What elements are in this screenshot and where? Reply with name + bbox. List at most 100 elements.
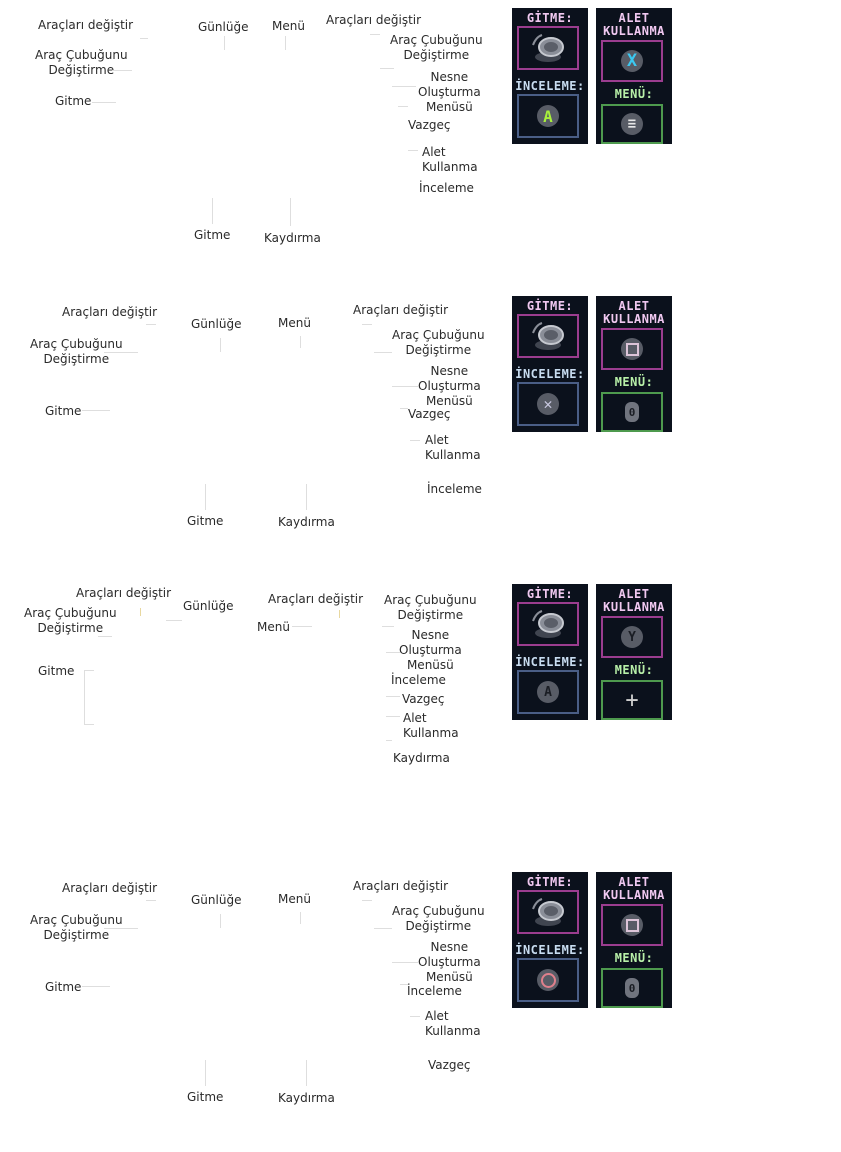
label-inspect: İnceleme: [427, 482, 482, 496]
label-inspect: İnceleme: [419, 181, 474, 195]
legend-inspect-title: İNCELEME:: [515, 79, 585, 93]
label-journal: Günlüğe: [198, 20, 249, 34]
label-switch-tools-right: Araçları değiştir: [353, 303, 449, 317]
legend-inspect-title: İNCELEME:: [515, 367, 585, 381]
label-scroll: Kaydırma: [393, 751, 450, 765]
use-tool-button-box: [601, 328, 663, 370]
label-scroll: Kaydırma: [278, 1091, 335, 1105]
goto-stick-box: [517, 26, 579, 70]
legend-inspect-title: İNCELEME:: [515, 943, 585, 957]
label-scroll: Kaydırma: [264, 231, 321, 245]
label-switch-tools-left: Araçları değiştir: [62, 881, 158, 895]
label-menu: Menü: [257, 620, 290, 634]
legend-goto-title: GİTME:: [526, 875, 574, 889]
menu-button-box: 0: [601, 968, 663, 1008]
menu-button-box: +: [601, 680, 663, 720]
y-button-icon: Y: [621, 626, 643, 648]
label-switch-tools-right: Araçları değiştir: [326, 13, 422, 27]
options-button-icon: 0: [625, 978, 639, 998]
label-inspect: İnceleme: [391, 673, 446, 687]
a-button-icon: A: [537, 105, 559, 127]
analog-stick-icon: [532, 34, 564, 62]
label-cancel: Vazgeç: [428, 1058, 471, 1072]
analog-stick-icon: [532, 322, 564, 350]
goto-stick-box: [517, 890, 579, 934]
label-inspect: İnceleme: [407, 984, 462, 998]
legend-panel-goto-inspect: GİTME: İNCELEME:: [512, 872, 588, 1008]
inspect-button-box: A: [517, 94, 579, 138]
label-goto-left: Gitme: [55, 94, 92, 108]
label-goto-bottom: Gitme: [194, 228, 231, 242]
menu-button-box: ≡: [601, 104, 663, 144]
label-goto-left: Gitme: [45, 404, 82, 418]
label-goto-bottom: Gitme: [187, 1090, 224, 1104]
square-button-icon: [621, 914, 643, 936]
options-button-icon: 0: [625, 402, 639, 422]
use-tool-button-box: [601, 904, 663, 946]
goto-stick-box: [517, 314, 579, 358]
label-goto-left: Gitme: [38, 664, 75, 678]
label-switch-tools-right: Araçları değiştir: [353, 879, 449, 893]
label-cancel: Vazgeç: [408, 407, 451, 421]
circle-button-icon: [537, 969, 559, 991]
legend-menu-title: MENÜ:: [614, 951, 654, 965]
legend-menu-title: MENÜ:: [614, 663, 654, 677]
label-switch-tools-left: Araçları değiştir: [62, 305, 158, 319]
inspect-button-box: [517, 958, 579, 1002]
legend-inspect-title: İNCELEME:: [515, 655, 585, 669]
label-journal: Günlüğe: [183, 599, 234, 613]
label-switch-tools-right: Araçları değiştir: [268, 592, 364, 606]
label-goto-left: Gitme: [45, 980, 82, 994]
legend-goto-title: GİTME:: [526, 587, 574, 601]
legend-goto-title: GİTME:: [526, 299, 574, 313]
legend-panel-goto-inspect: GİTME: İNCELEME: A: [512, 584, 588, 720]
use-tool-button-box: Y: [601, 616, 663, 658]
label-goto-bottom: Gitme: [187, 514, 224, 528]
legend-panel-goto-inspect: GİTME: İNCELEME: A: [512, 8, 588, 144]
cross-button-icon: ✕: [537, 393, 559, 415]
label-switch-tools-left: Araçları değiştir: [76, 586, 172, 600]
square-button-icon: [621, 338, 643, 360]
inspect-button-box: A: [517, 670, 579, 714]
plus-button-icon: +: [625, 687, 639, 713]
analog-stick-icon: [532, 898, 564, 926]
goto-stick-box: [517, 602, 579, 646]
label-menu: Menü: [272, 19, 305, 33]
legend-goto-title: GİTME:: [526, 11, 574, 25]
label-cancel: Vazgeç: [408, 118, 451, 132]
label-switch-tools-left: Araçları değiştir: [38, 18, 134, 32]
label-journal: Günlüğe: [191, 893, 242, 907]
legend-panel-goto-inspect: GİTME: İNCELEME: ✕: [512, 296, 588, 432]
legend-menu-title: MENÜ:: [614, 87, 654, 101]
label-journal: Günlüğe: [191, 317, 242, 331]
legend-menu-title: MENÜ:: [614, 375, 654, 389]
label-scroll: Kaydırma: [278, 515, 335, 529]
label-cancel: Vazgeç: [402, 692, 445, 706]
menu-button-icon: ≡: [621, 113, 643, 135]
